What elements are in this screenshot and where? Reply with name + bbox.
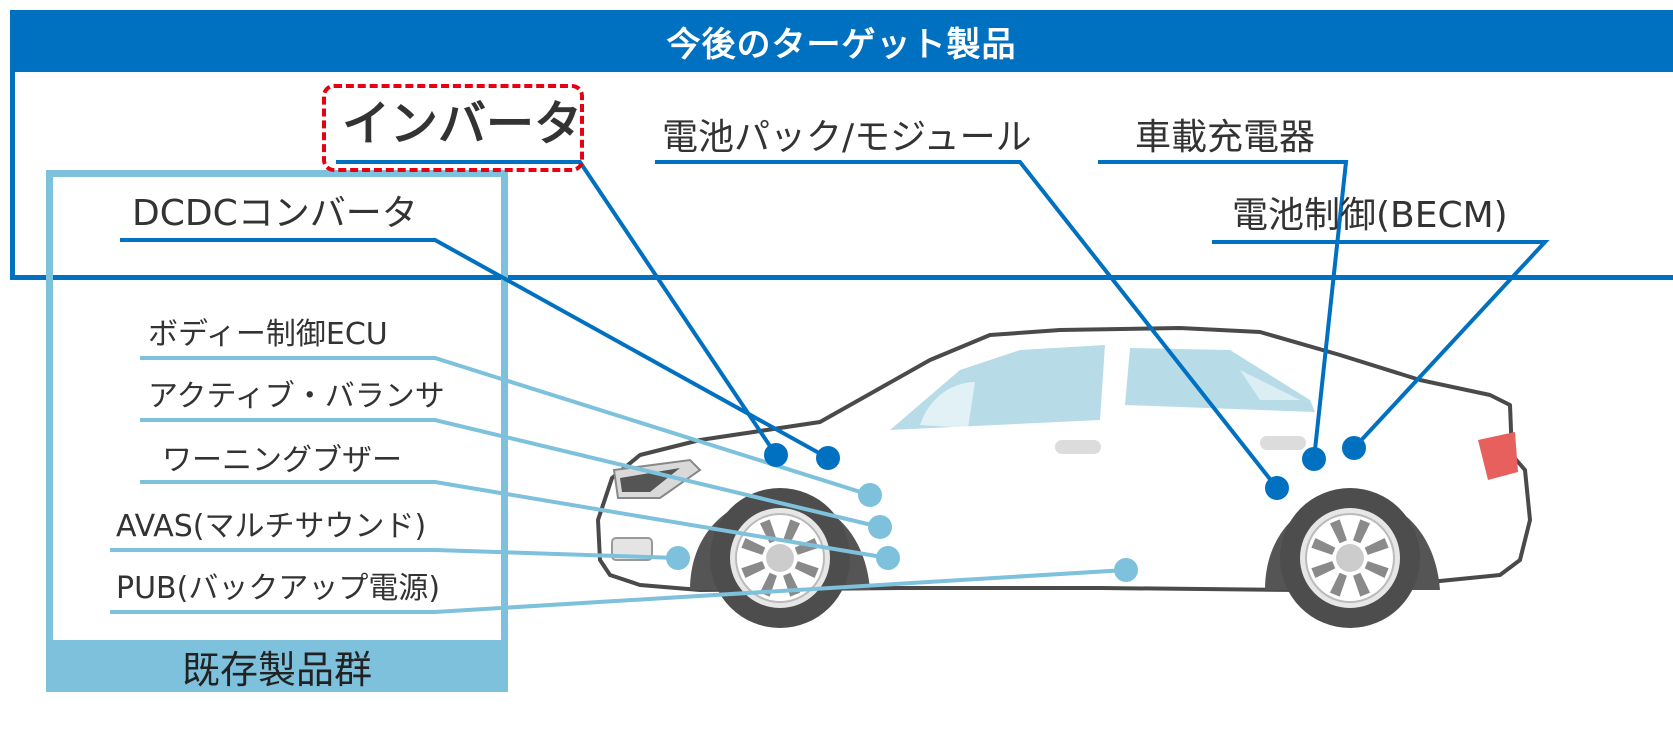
car-illustration — [596, 326, 1532, 628]
label-dcdc: DCDCコンバータ — [132, 193, 418, 234]
existing-leader-lines — [110, 356, 1127, 614]
wheel-spoke — [1311, 561, 1336, 579]
existing-products-title: 既存製品群 — [46, 640, 508, 692]
leader-warning-buzzer — [140, 480, 889, 560]
wheel-spoke — [1311, 537, 1336, 555]
wheel-spoke — [741, 537, 766, 555]
dot-becm — [1342, 436, 1366, 460]
inverter-highlight-box — [322, 84, 584, 172]
leader-body-ecu — [140, 356, 871, 497]
label-battery-pack: 電池パック/モジュール — [662, 117, 1032, 158]
leader-dcdc — [120, 238, 829, 460]
label-body-ecu: ボディー制御ECU — [148, 317, 388, 352]
existing-dots — [666, 483, 1138, 582]
dot-battery-pack — [1265, 476, 1289, 500]
leader-avas — [110, 548, 679, 560]
wheel-spoke — [1364, 561, 1389, 579]
leader-active-balancer — [140, 418, 881, 529]
dot-warning-buzzer — [876, 546, 900, 570]
dot-pub — [1114, 558, 1138, 582]
leader-becm — [1212, 240, 1550, 450]
leader-charger — [1098, 160, 1349, 460]
leader-battery-pack — [655, 160, 1279, 490]
wheel-spoke — [741, 561, 766, 579]
wheel-spoke — [1353, 519, 1371, 544]
label-warning-buzzer: ワーニングブザー — [162, 443, 402, 478]
target-products-title: 今後のターゲット製品 — [10, 10, 1673, 72]
dot-active-balancer — [868, 515, 892, 539]
wheel-spoke — [1353, 572, 1371, 597]
wheel-spoke — [1329, 519, 1347, 544]
wheel-spoke — [1329, 572, 1347, 597]
wheel-spoke — [794, 537, 819, 555]
wheel-spoke — [1364, 537, 1389, 555]
label-pub: PUB(バックアップ電源) — [116, 571, 441, 606]
dot-body-ecu — [858, 483, 882, 507]
label-becm: 電池制御(BECM) — [1232, 195, 1508, 236]
wheel-spoke — [794, 561, 819, 579]
leader-pub — [110, 568, 1127, 614]
label-active-balancer: アクティブ・バランサ — [148, 379, 445, 414]
label-avas: AVAS(マルチサウンド) — [116, 509, 427, 544]
label-inverter: インバータ — [342, 96, 583, 152]
label-charger: 車載充電器 — [1135, 117, 1316, 158]
dot-avas — [666, 546, 690, 570]
dot-inverter — [764, 443, 788, 467]
dot-dcdc — [816, 446, 840, 470]
wheel-spoke — [783, 519, 801, 544]
dot-charger — [1302, 447, 1326, 471]
